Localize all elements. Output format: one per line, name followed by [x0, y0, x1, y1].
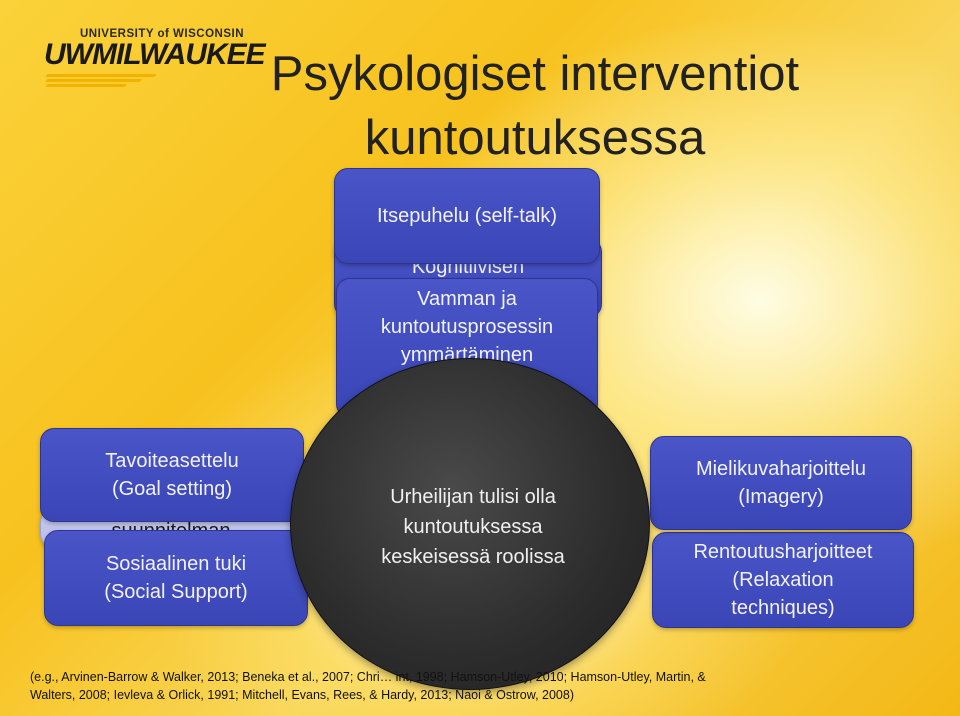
center-text-line-2: kuntoutuksessa: [403, 516, 543, 538]
self-talk-box: Itsepuhelu (self-talk): [334, 168, 600, 264]
social-support-line-1: Sosiaalinen tuki: [105, 553, 247, 575]
goal-setting-line-2: (Goal setting): [111, 478, 233, 500]
social-support-line-2: (Social Support): [104, 581, 248, 603]
center-text-line-1: Urheilijan tulisi olla: [390, 486, 556, 508]
title-line-2: kuntoutuksessa: [364, 111, 706, 165]
slide-title: Psykologiset interventiot kuntoutuksessa: [140, 42, 930, 170]
relaxation-line-1: Rentoutusharjoitteet: [693, 541, 873, 563]
understanding-line-1: Vamman ja: [417, 288, 517, 310]
imagery-line-2: (Imagery): [738, 486, 824, 508]
center-text-line-3: keskeisessä roolissa: [381, 546, 565, 568]
center-circle: [290, 358, 650, 690]
goal-setting-box: Tavoiteasettelu (Goal setting): [40, 428, 304, 522]
title-line-1: Psykologiset interventiot: [270, 47, 800, 101]
imagery-line-1: Mielikuvaharjoittelu: [695, 458, 867, 480]
uwm-logo: UNIVERSITY of WISCONSIN UWMILWAUKEE: [44, 28, 266, 88]
logo-name-text: UWMILWAUKEE: [44, 38, 266, 71]
relaxation-box: Rentoutusharjoitteet (Relaxation techniq…: [652, 532, 914, 628]
references: (e.g., Arvinen-Barrow & Walker, 2013; Be…: [30, 668, 930, 704]
relaxation-line-2: (Relaxation: [732, 569, 834, 591]
references-line-1: (e.g., Arvinen-Barrow & Walker, 2013; Be…: [30, 670, 706, 684]
references-line-2: Walters, 2008; Ievleva & Orlick, 1991; M…: [30, 688, 574, 702]
self-talk-label: Itsepuhelu (self-talk): [376, 205, 558, 227]
goal-setting-line-1: Tavoiteasettelu: [105, 450, 239, 472]
relaxation-line-3: techniques): [731, 597, 835, 619]
understanding-line-2: kuntoutusprosessin: [380, 316, 554, 338]
imagery-box: Mielikuvaharjoittelu (Imagery): [650, 436, 912, 530]
center-text: Urheilijan tulisi olla kuntoutuksessa ke…: [350, 482, 596, 572]
logo-university-text: UNIVERSITY of WISCONSIN: [80, 28, 244, 40]
social-support-box: Sosiaalinen tuki (Social Support): [44, 530, 308, 626]
